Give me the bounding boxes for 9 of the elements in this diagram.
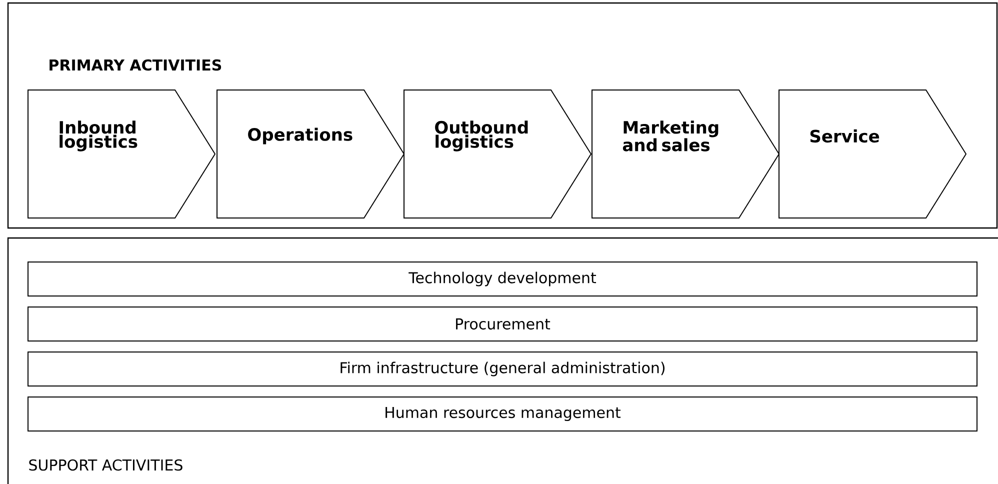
chevron-box: Marketing and sales [592, 90, 780, 218]
chevron-box: Operations [216, 90, 405, 218]
activity-bar: Human resources management [28, 396, 978, 432]
chevron-box: Outbound logistics [404, 90, 592, 218]
activity-bar: Procurement [28, 306, 978, 342]
chevron-box: Inbound logistics [28, 90, 216, 218]
chevron-box: Service [778, 90, 967, 218]
activity-bar: Firm infrastructure (general administration) [28, 352, 978, 386]
activity-bar: Technology development [28, 262, 978, 296]
